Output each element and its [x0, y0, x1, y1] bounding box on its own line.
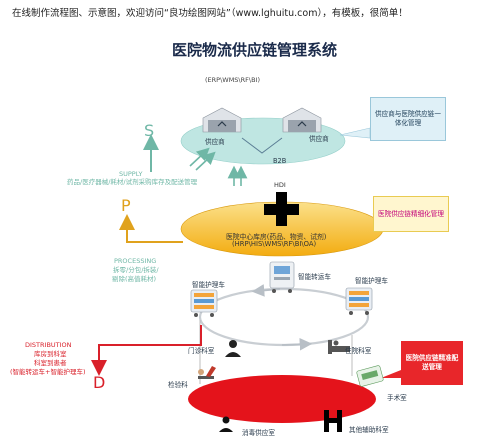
distribution-title: DISTRIBUTION — [25, 341, 72, 349]
processing-arrow — [119, 214, 183, 243]
processing-letter: P — [121, 196, 131, 215]
warehouse-left-icon — [202, 107, 242, 133]
microscope-icon — [198, 366, 216, 379]
processing-line2: 剔除(高值耗材) — [112, 275, 157, 283]
hospital-management-callout: 医院供应链精细化管理 — [373, 196, 449, 232]
inpatient-label: 住院科室 — [345, 347, 372, 355]
distribution-line1: 库房到科室 — [34, 350, 67, 358]
hospital-h-icon — [324, 410, 342, 432]
supplier-right-label: 供应商 — [309, 135, 329, 143]
surgery-icon — [356, 365, 384, 387]
disinfection-worker-icon — [219, 416, 233, 432]
b2b-connector — [241, 137, 283, 154]
ward-loop-ellipse — [198, 287, 370, 347]
distribution-callout-pointer — [381, 370, 401, 378]
b2b-label: B2B — [273, 157, 287, 165]
department-ellipse — [188, 375, 376, 423]
nursing-cart-left-label: 智能护理车 — [192, 281, 225, 289]
distribution-line2: 科室到患者 — [34, 359, 67, 367]
outpatient-label: 门诊科室 — [188, 347, 215, 355]
erp-label: (ERP\WMS\RF\BI) — [205, 76, 260, 84]
hospital-center-title: 医院中心库房(药品、物资、试剂) — [226, 233, 327, 241]
transport-cart-icon — [269, 261, 295, 293]
top-note: 在线制作流程图、示意图，欢迎访问“良功绘图网站”（www.lghuitu.com… — [12, 8, 408, 19]
supply-title: SUPPLY — [119, 170, 143, 178]
loop-arrow-bottom — [281, 337, 313, 351]
hospital-center-systems: (HRP\HIS\WMS\RF\BI\OA) — [232, 240, 317, 248]
lab-label: 检验科 — [168, 381, 188, 389]
distribution-management-callout: 医院供应链精准配送管理 — [401, 341, 463, 385]
processing-title: PROCESSING — [114, 257, 157, 265]
distribution-line3: (智能转运车+智能护理车) — [10, 368, 86, 376]
nursing-cart-left-icon — [190, 289, 218, 317]
distribution-letter: D — [93, 373, 106, 392]
plus-icon — [264, 192, 299, 226]
other-dept-label: 其他辅助科室 — [349, 426, 389, 434]
surgery-label: 手术室 — [387, 394, 407, 402]
supplier-integration-callout: 供应商与医院供应链一体化管理 — [370, 97, 446, 141]
distribution-arrow — [91, 325, 202, 376]
supplier-callout-pointer — [339, 127, 371, 139]
supply-letter: S — [144, 121, 155, 140]
doctor-icon — [225, 340, 241, 357]
supply-description: 药品/医疗器械/耗材/试剂采购库存及配送管理 — [67, 178, 198, 186]
warehouse-right-icon — [282, 107, 322, 133]
hospital-bed-icon — [328, 340, 350, 354]
loop-arrow-top — [251, 284, 281, 297]
hdi-label: HDI — [274, 181, 286, 189]
nursing-cart-right-label: 智能护理车 — [355, 277, 388, 285]
diagram-title: 医院物流供应链管理系统 — [172, 41, 338, 59]
supply-double-arrow-icon — [189, 147, 248, 186]
supplier-left-label: 供应商 — [205, 138, 225, 146]
processing-line1: 拆零/分包/拆装/ — [113, 266, 159, 274]
transport-cart-label: 智能转运车 — [298, 273, 331, 281]
nursing-cart-right-icon — [345, 287, 373, 315]
disinfection-label: 消毒供应室 — [242, 429, 275, 437]
